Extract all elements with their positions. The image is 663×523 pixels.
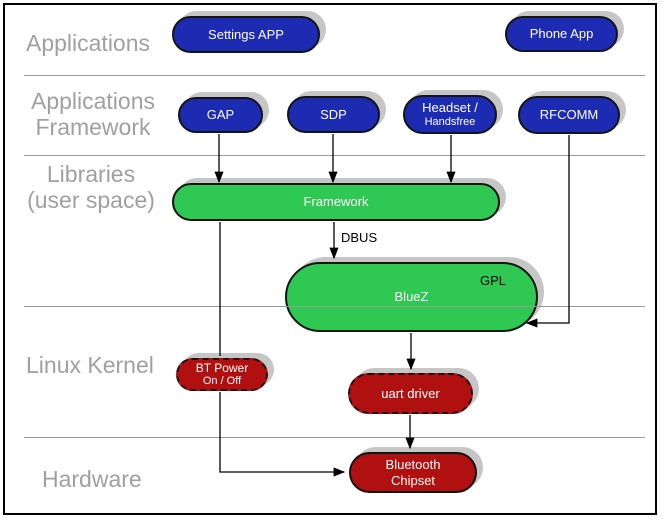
- layer-divider: [24, 75, 645, 76]
- node-label: RFCOMM: [539, 107, 599, 123]
- gpl-badge: GPL: [479, 273, 506, 288]
- node-settings-app: Settings APP: [172, 16, 320, 53]
- node-label: Bluetooth: [385, 457, 441, 473]
- node-framework: Framework: [172, 183, 500, 221]
- layer-divider: [24, 306, 645, 307]
- layer-label-line: (user space): [27, 187, 155, 213]
- node-rfcomm: RFCOMM: [518, 96, 620, 134]
- layer-label-line: Framework: [35, 114, 151, 140]
- layer-label-libraries: Libraries (user space): [8, 161, 174, 213]
- node-label: Phone App: [529, 26, 594, 42]
- node-bluez: BlueZ GPL: [285, 262, 538, 332]
- node-bluetooth-chipset: Bluetooth Chipset: [349, 452, 477, 493]
- node-label: GAP: [206, 107, 235, 123]
- node-headset-handsfree: Headset / Handsfree: [403, 95, 497, 134]
- diagram-outer-border: [3, 3, 657, 515]
- layer-label-applications: Applications: [26, 30, 151, 56]
- node-label: BT Power: [195, 360, 249, 375]
- node-label: Handsfree: [424, 115, 476, 128]
- layer-divider: [24, 155, 645, 156]
- node-label: Framework: [303, 194, 369, 210]
- node-phone-app: Phone App: [505, 16, 618, 52]
- layer-label-linux-kernel: Linux Kernel: [26, 352, 154, 378]
- node-label: uart driver: [381, 385, 440, 401]
- node-label: Headset /: [422, 100, 478, 116]
- layer-label-line: Libraries: [46, 161, 136, 187]
- node-label: BlueZ: [394, 289, 429, 305]
- layer-label-applications-framework: Applications Framework: [20, 88, 166, 140]
- node-bt-power: BT Power On / Off: [176, 358, 268, 391]
- node-label: Settings APP: [208, 26, 284, 42]
- node-label: On / Off: [202, 375, 242, 388]
- node-uart-driver: uart driver: [348, 373, 473, 414]
- layer-label-line: Applications: [30, 88, 156, 114]
- layer-label-hardware: Hardware: [42, 466, 142, 492]
- node-label: Chipset: [390, 472, 436, 488]
- node-label: SDP: [320, 106, 347, 122]
- layer-divider: [24, 437, 645, 438]
- node-gap: GAP: [178, 97, 263, 133]
- edge-label-dbus: DBUS: [341, 230, 378, 245]
- node-sdp: SDP: [287, 96, 380, 133]
